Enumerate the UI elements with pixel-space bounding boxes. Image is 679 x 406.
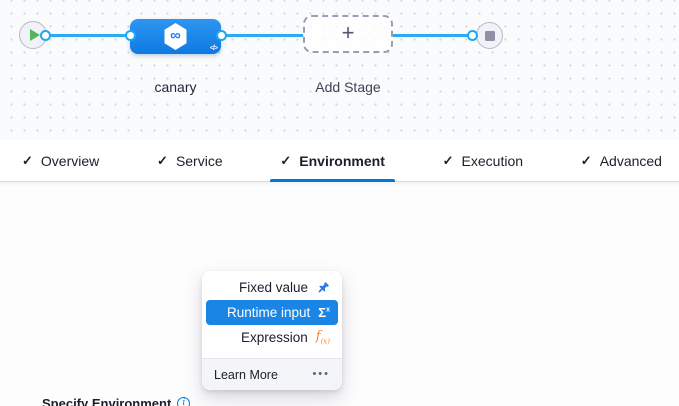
check-icon: ✓ [580,152,592,168]
pipeline-canvas[interactable]: ∞ </> + canary Add Stage [0,0,679,140]
specify-environment-row: Specify Environment i [42,396,191,406]
ellipsis-icon[interactable]: ••• [312,368,330,380]
menu-item-label: Runtime input [226,305,311,320]
infinity-icon: ∞ [170,27,181,44]
node-port [40,30,51,41]
stage-tab-bar: ✓ Overview ✓ Service ✓ Environment ✓ Exe… [0,140,679,182]
tab-label: Overview [40,152,100,169]
stage-node-canary[interactable]: ∞ </> [130,19,221,54]
tab-service[interactable]: ✓ Service [147,140,233,181]
value-type-menu-items: Fixed value Runtime input Σx Expression … [202,271,342,358]
menu-item-fixed-value[interactable]: Fixed value [206,275,338,300]
menu-item-label: Expression [240,330,308,345]
connector-line [392,34,472,37]
fx-icon: f(x) [315,328,330,346]
menu-item-runtime-input[interactable]: Runtime input Σx [206,300,338,325]
value-type-menu-footer: Learn More ••• [202,358,342,390]
tab-label: Execution [461,152,524,169]
learn-more-link[interactable]: Learn More [214,367,278,382]
menu-item-label: Fixed value [238,280,308,295]
tab-advanced[interactable]: ✓ Advanced [571,140,672,181]
node-port [216,30,227,41]
play-icon [29,29,40,41]
value-type-menu: Fixed value Runtime input Σx Expression … [202,271,342,390]
menu-item-expression[interactable]: Expression f(x) [206,325,338,350]
tab-label: Environment [299,152,385,169]
specify-environment-label: Specify Environment [42,396,172,406]
info-icon[interactable]: i [177,397,191,406]
tab-label: Service [175,152,223,169]
connector-line [45,34,131,37]
deployment-hexagon-icon: ∞ [164,23,187,50]
check-icon: ✓ [22,152,33,168]
tab-environment[interactable]: ✓ Environment [270,140,396,182]
tab-execution[interactable]: ✓ Execution [433,140,533,181]
stop-icon [484,30,495,41]
stage-name-label: canary [154,79,197,95]
pipeline-end-node[interactable] [476,22,503,49]
node-port [467,30,478,41]
sigma-icon: Σx [318,305,330,320]
node-port [125,30,136,41]
check-icon: ✓ [157,152,168,168]
add-stage-button[interactable]: + [303,15,393,53]
tab-overview[interactable]: ✓ Overview [12,140,109,181]
plus-icon: + [341,20,355,45]
pin-icon [318,281,329,293]
connector-line [221,34,304,37]
code-icon: </> [209,45,218,52]
check-icon: ✓ [280,152,292,168]
tab-label: Advanced [599,152,662,169]
check-icon: ✓ [442,152,454,168]
add-stage-label: Add Stage [315,79,381,95]
